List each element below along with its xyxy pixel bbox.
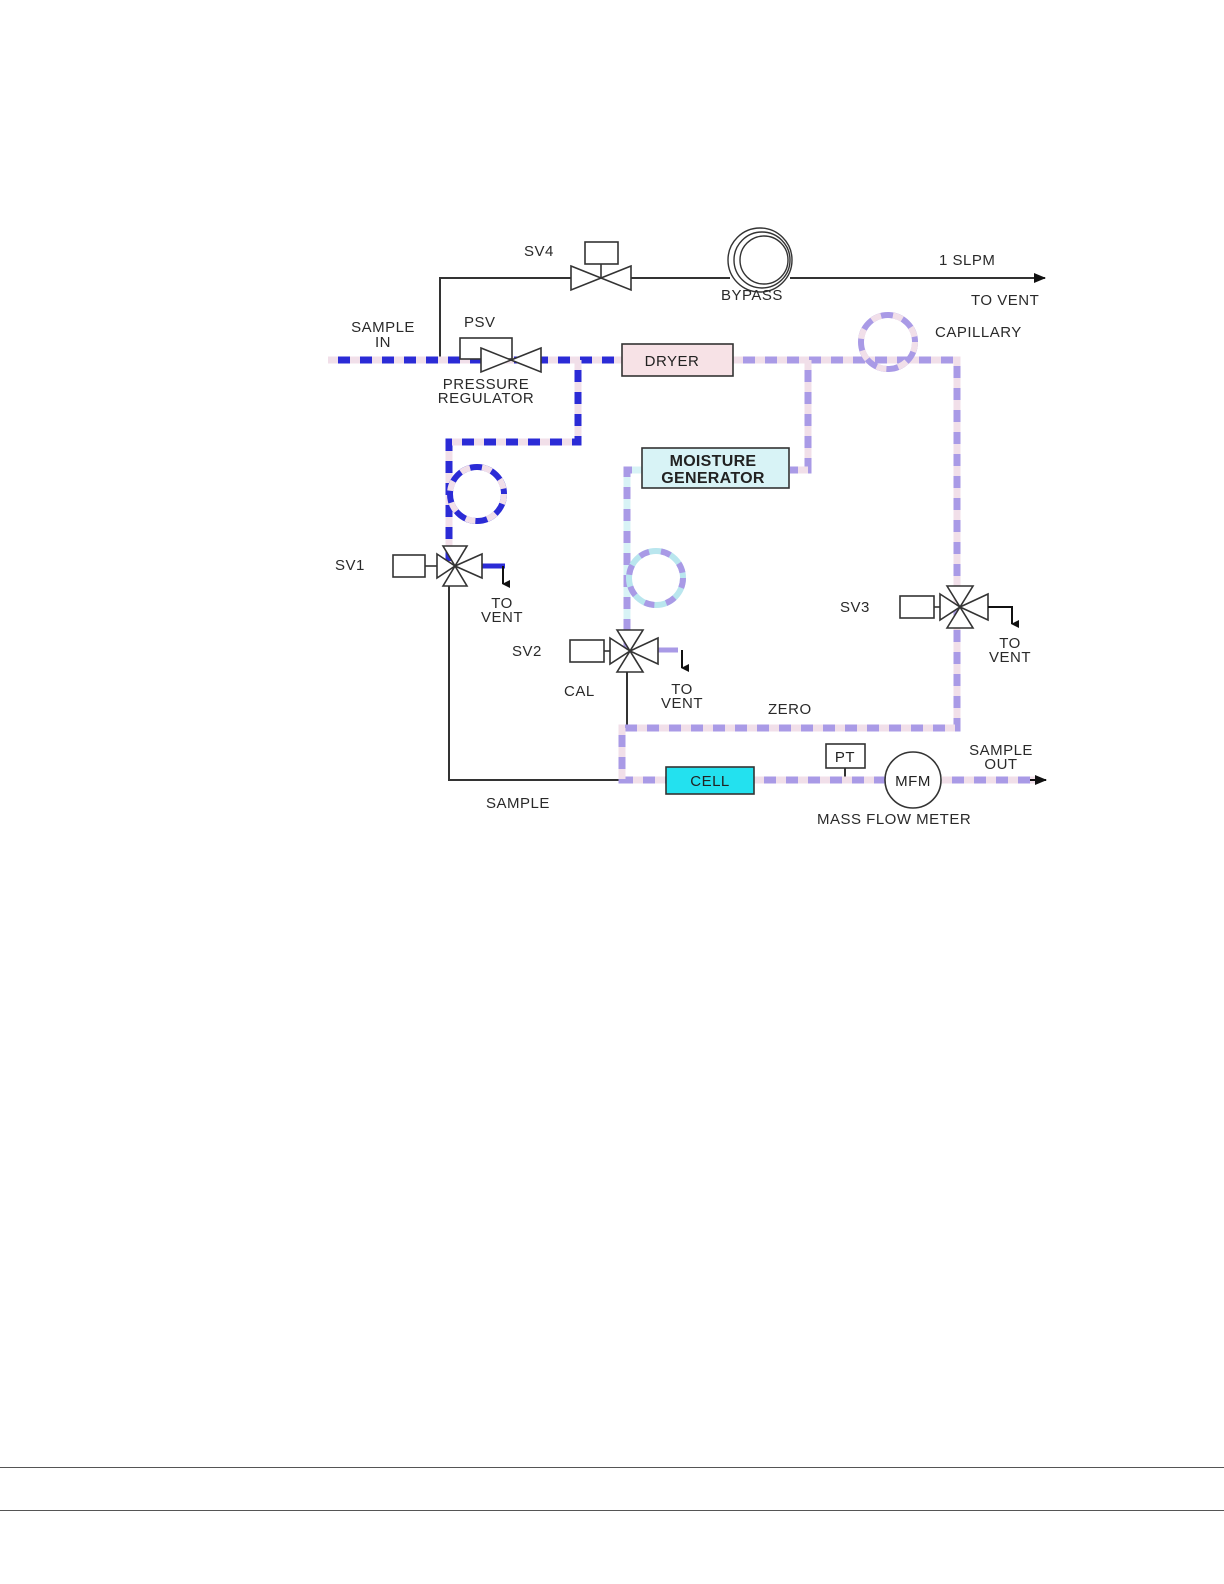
pt-label: PT <box>835 749 855 766</box>
sv4-label: SV4 <box>524 243 554 260</box>
sv2-valve[interactable] <box>570 630 658 672</box>
sv3-actuator <box>900 596 934 618</box>
sv4-valve-left-triangle <box>571 266 601 290</box>
zero-label: ZERO <box>768 701 812 718</box>
footer-rule-top <box>0 1467 1224 1468</box>
sv4-valve-right-triangle <box>601 266 631 290</box>
one-slpm-label: 1 SLPM <box>939 252 995 269</box>
psv-pressure-regulator[interactable] <box>460 338 541 372</box>
sample-out-label-2: OUT <box>984 756 1017 773</box>
sv3-vent-arrow <box>988 607 1012 624</box>
sv1-label: SV1 <box>335 557 365 574</box>
sample-return-line <box>449 585 622 780</box>
capillary-label: CAPILLARY <box>935 324 1022 341</box>
sample-in-label-2: IN <box>375 334 391 351</box>
footer-rule-bottom <box>0 1510 1224 1511</box>
sv2-actuator <box>570 640 604 662</box>
bypass-label: BYPASS <box>721 287 783 304</box>
pressure-regulator-label-2: REGULATOR <box>438 390 534 407</box>
sv2-to-vent-label-2: VENT <box>661 695 703 712</box>
cal-label: CAL <box>564 683 595 700</box>
sample-label: SAMPLE <box>486 795 550 812</box>
dryer-label: DRYER <box>645 353 700 370</box>
bypass-coil-icon <box>728 228 792 292</box>
sv3-label: SV3 <box>840 599 870 616</box>
sv4-actuator <box>585 242 618 264</box>
mfm-label: MFM <box>895 773 931 790</box>
moisture-generator-label-1: MOISTURE <box>670 453 757 470</box>
sv1-actuator <box>393 555 425 577</box>
psv-label: PSV <box>464 314 496 331</box>
sv1-valve[interactable] <box>393 546 482 586</box>
sv2-label: SV2 <box>512 643 542 660</box>
mass-flow-meter-label: MASS FLOW METER <box>817 811 971 828</box>
sv3-valve[interactable] <box>900 586 988 628</box>
sv1-to-vent-label-2: VENT <box>481 609 523 626</box>
cell-label: CELL <box>690 773 730 790</box>
cal-path <box>627 470 683 650</box>
moisture-generator-label-2: GENERATOR <box>661 470 765 487</box>
to-vent-top-label: TO VENT <box>971 292 1039 309</box>
sv4-valve[interactable] <box>571 242 631 290</box>
sv3-to-vent-label-2: VENT <box>989 649 1031 666</box>
